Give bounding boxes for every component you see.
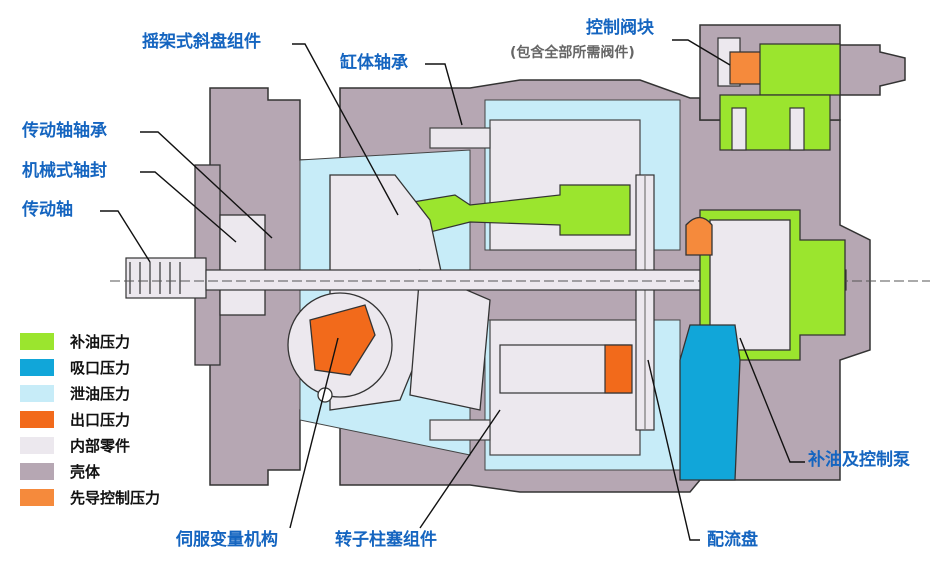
legend-swatch (20, 436, 54, 454)
label-rotor-piston: 转子柱塞组件 (335, 530, 437, 550)
label-control-valve-block-note: (包含全部所需阀件) (510, 45, 635, 61)
label-charge-pump: 补油及控制泵 (808, 450, 910, 470)
legend-item: 先导控制压力 (20, 484, 160, 510)
label-swashplate: 摇架式斜盘组件 (142, 32, 261, 52)
label-control-valve-block: 控制阀块 (586, 18, 654, 38)
legend-swatch (20, 358, 54, 376)
label-valve-plate: 配流盘 (707, 530, 758, 550)
legend-swatch (20, 462, 54, 480)
label-servo-mechanism: 伺服变量机构 (176, 530, 278, 550)
legend-item: 泄油压力 (20, 380, 160, 406)
label-drive-shaft: 传动轴 (22, 200, 73, 220)
legend-label: 壳体 (70, 462, 101, 481)
legend-item: 吸口压力 (20, 354, 160, 380)
label-shaft-seal: 机械式轴封 (22, 161, 107, 181)
legend-item: 补油压力 (20, 328, 160, 354)
legend-item: 内部零件 (20, 432, 160, 458)
label-drive-shaft-bearing: 传动轴轴承 (22, 121, 107, 141)
control-valve-internals (717, 37, 841, 151)
drive-shaft (110, 257, 930, 299)
legend-label: 吸口压力 (70, 358, 131, 377)
legend-label: 内部零件 (70, 436, 131, 455)
legend-swatch (20, 488, 54, 506)
outlet-piston (499, 344, 633, 394)
legend: 补油压力 吸口压力 泄油压力 出口压力 内部零件 壳体 先导控制压力 (20, 328, 160, 510)
label-cylinder-bearing: 缸体轴承 (340, 53, 408, 73)
legend-label: 先导控制压力 (70, 488, 161, 507)
legend-label: 出口压力 (70, 410, 131, 429)
valve-plate (635, 174, 655, 431)
legend-item: 壳体 (20, 458, 160, 484)
legend-swatch (20, 384, 54, 402)
legend-label: 泄油压力 (70, 384, 131, 403)
legend-swatch (20, 410, 54, 428)
legend-swatch (20, 332, 54, 350)
legend-item: 出口压力 (20, 406, 160, 432)
legend-label: 补油压力 (70, 332, 131, 351)
